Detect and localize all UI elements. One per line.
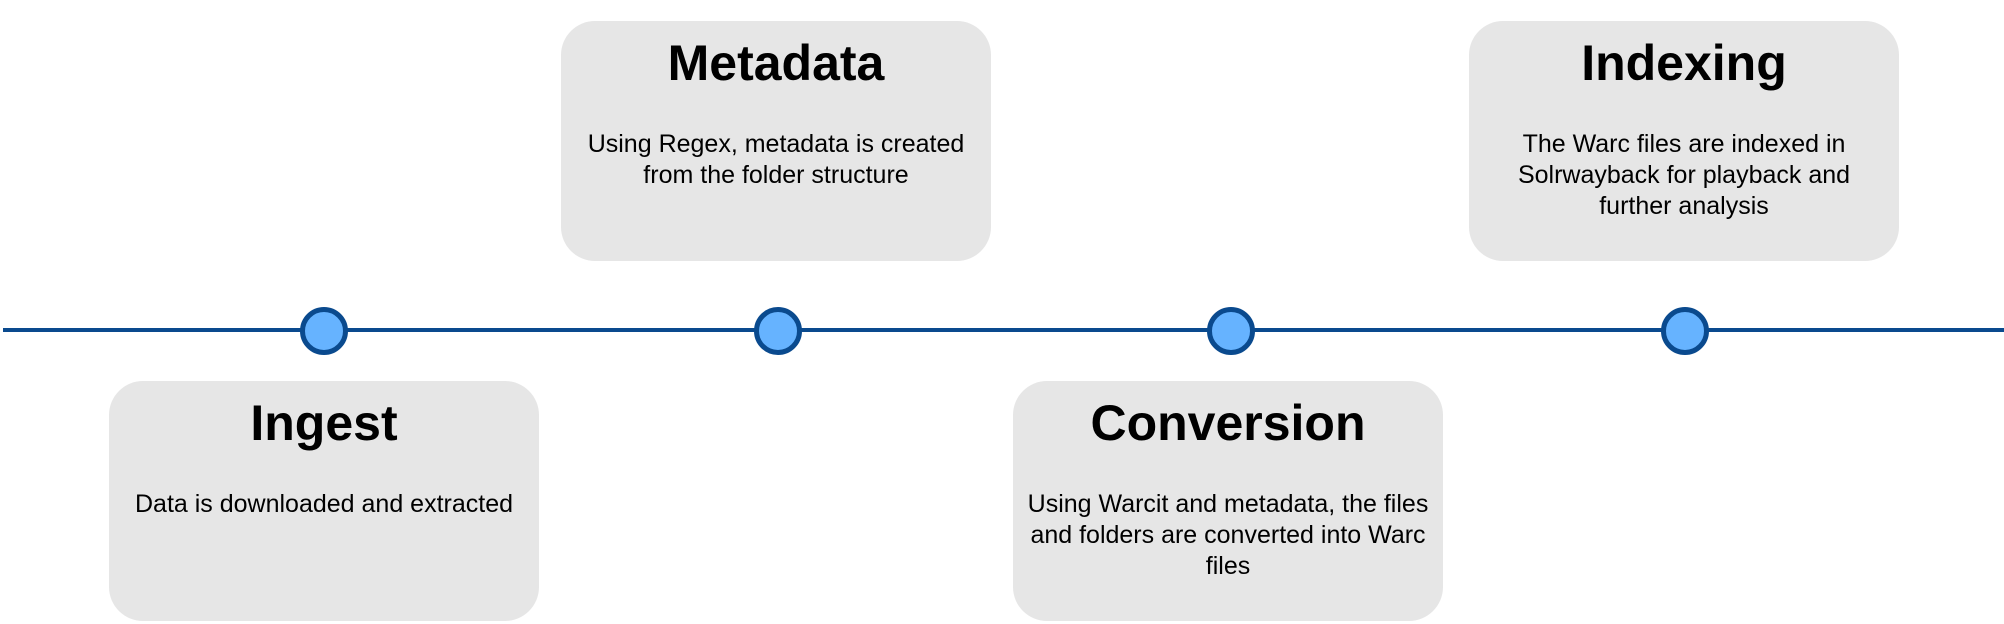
step-card-indexing: Indexing The Warc files are indexed in S… bbox=[1469, 21, 1899, 261]
step-title: Conversion bbox=[1090, 395, 1366, 451]
timeline-node-conversion bbox=[1207, 307, 1255, 355]
step-title: Ingest bbox=[250, 395, 398, 451]
timeline-line bbox=[3, 328, 2004, 332]
step-description: Using Warcit and metadata, the files and… bbox=[1027, 490, 1429, 580]
step-description: Data is downloaded and extracted bbox=[134, 490, 514, 518]
step-description: Using Regex, metadata is created from th… bbox=[587, 130, 965, 189]
step-description: The Warc files are indexed in Solrwaybac… bbox=[1517, 130, 1851, 220]
timeline-node-indexing bbox=[1661, 307, 1709, 355]
step-card-metadata: Metadata Using Regex, metadata is create… bbox=[561, 21, 991, 261]
step-card-ingest: Ingest Data is downloaded and extracted bbox=[109, 381, 539, 621]
step-card-conversion: Conversion Using Warcit and metadata, th… bbox=[1013, 381, 1443, 621]
timeline-node-metadata bbox=[754, 307, 802, 355]
timeline-node-ingest bbox=[300, 307, 348, 355]
step-title: Metadata bbox=[667, 35, 885, 91]
step-title: Indexing bbox=[1581, 35, 1787, 91]
